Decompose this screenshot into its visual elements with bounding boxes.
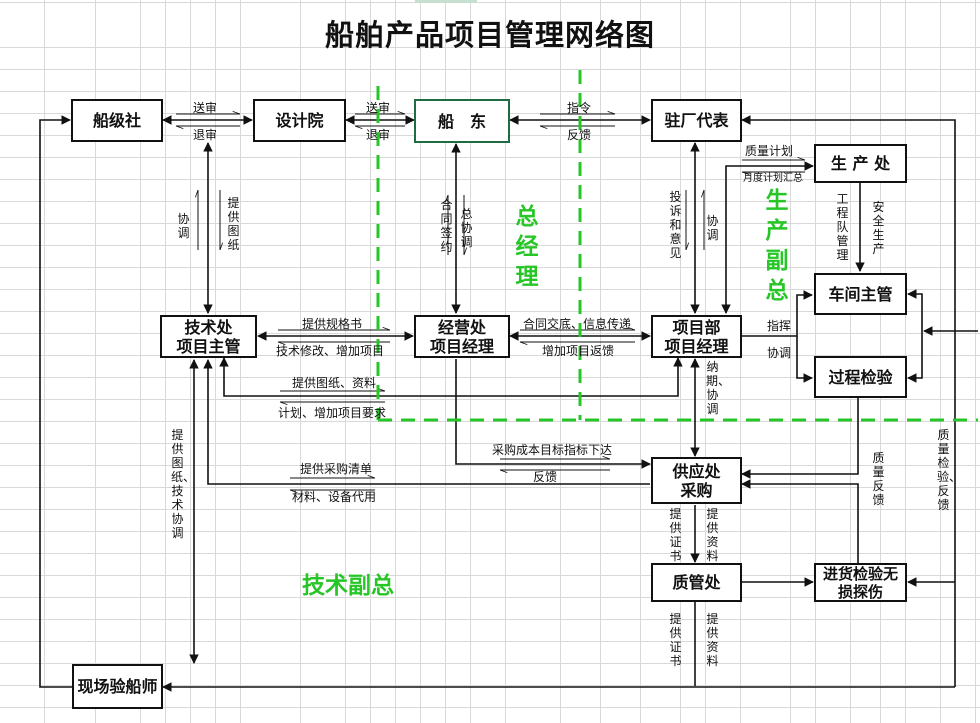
label-contract-signing: 合同签约 bbox=[440, 198, 453, 254]
node-project-dept[interactable]: 项目部项目经理 bbox=[651, 315, 742, 358]
label-direct: 指挥 bbox=[767, 319, 792, 333]
region-tech-vp: 技术副总 bbox=[302, 573, 394, 599]
label-provide-documents-2: 提供资料 bbox=[706, 612, 719, 668]
label-feedback-owner: 反馈 bbox=[567, 128, 592, 142]
node-tech-dept-line1: 技术处 bbox=[184, 317, 233, 337]
node-resident-representative[interactable]: 驻厂代表 bbox=[651, 99, 742, 142]
node-process-inspection[interactable]: 过程检验 bbox=[814, 356, 907, 398]
label-return-review-1: 退审 bbox=[193, 128, 218, 142]
node-project-dept-line2: 项目经理 bbox=[664, 336, 729, 356]
node-quality-dept[interactable]: 质管处 bbox=[651, 563, 742, 602]
label-safety-production: 安全生产 bbox=[872, 200, 885, 256]
node-tech-dept[interactable]: 技术处项目主管 bbox=[160, 315, 257, 358]
label-provide-documents-1: 提供资料 bbox=[706, 507, 719, 563]
label-drawings-info: 提供图纸、资料 bbox=[292, 376, 377, 390]
node-supply-dept-line2: 采购 bbox=[680, 480, 713, 500]
node-design-institute[interactable]: 设计院 bbox=[253, 99, 346, 142]
label-tech-change: 技术修改、增加项目 bbox=[276, 344, 385, 358]
label-feedback-supply: 反馈 bbox=[533, 470, 558, 484]
label-return-review-2: 退审 bbox=[366, 128, 391, 142]
node-workshop-supervisor[interactable]: 车间主管 bbox=[814, 273, 907, 315]
label-monthly-plan: 月度计划汇总 bbox=[743, 173, 803, 184]
node-project-dept-line1: 项目部 bbox=[672, 317, 721, 337]
label-materials-substitution: 材料、设备代用 bbox=[292, 490, 377, 504]
label-instruction: 指令 bbox=[567, 101, 592, 115]
node-onsite-surveyor[interactable]: 现场验船师 bbox=[72, 664, 163, 709]
label-provide-certificate-1: 提供证书 bbox=[669, 507, 682, 563]
label-complaints: 投诉和意见 bbox=[669, 190, 682, 260]
label-coordinate-workshop: 协调 bbox=[767, 346, 792, 360]
node-business-dept-line2: 项目经理 bbox=[429, 336, 494, 356]
label-coordinate-project: 协调 bbox=[706, 214, 719, 242]
label-submit-review-1: 送审 bbox=[193, 101, 218, 115]
label-spec-book: 提供规格书 bbox=[302, 317, 363, 331]
node-shipowner[interactable]: 船 东 bbox=[414, 99, 510, 143]
label-drawings-tech-coord: 提供图纸、技术协调 bbox=[171, 428, 196, 540]
region-production-vp: 生产副总 bbox=[765, 188, 789, 304]
node-business-dept-line1: 经营处 bbox=[437, 317, 486, 337]
label-submit-review-2: 送审 bbox=[366, 101, 391, 115]
label-purchase-list: 提供采购清单 bbox=[300, 462, 373, 476]
diagram-title: 船舶产品项目管理网络图 bbox=[324, 18, 655, 52]
label-provide-drawings: 提供图纸 bbox=[227, 196, 240, 252]
node-production-dept[interactable]: 生 产 处 bbox=[814, 144, 907, 183]
label-general-coordination: 总协调 bbox=[460, 207, 473, 249]
node-supply-dept[interactable]: 供应处采购 bbox=[651, 457, 742, 504]
node-tech-dept-line2: 项目主管 bbox=[176, 336, 241, 356]
label-coordinate-tech: 协调 bbox=[177, 212, 190, 240]
label-add-item-feedback: 增加项目返馈 bbox=[542, 344, 615, 358]
node-business-dept[interactable]: 经营处项目经理 bbox=[414, 315, 510, 358]
label-quality-plan: 质量计划 bbox=[745, 144, 794, 158]
label-cost-target: 采购成本目标指标下达 bbox=[492, 443, 613, 457]
node-classification-society[interactable]: 船级社 bbox=[71, 99, 163, 142]
label-provide-certificate-2: 提供证书 bbox=[669, 612, 682, 668]
label-schedule-coordination: 纳期、协调 bbox=[706, 360, 731, 416]
node-incoming-inspection[interactable]: 进货检验无损探伤 bbox=[814, 563, 907, 602]
node-incoming-inspection-line2: 损探伤 bbox=[837, 582, 883, 601]
region-general-manager: 总经理 bbox=[515, 204, 539, 290]
label-quality-feedback: 质量反馈 bbox=[872, 451, 885, 507]
node-incoming-inspection-line1: 进货检验无 bbox=[822, 564, 898, 583]
label-quality-inspection-feedback: 质量检验、反馈 bbox=[937, 428, 962, 512]
label-team-management: 工程队管理 bbox=[836, 192, 849, 262]
label-plan-requirements: 计划、增加项目要求 bbox=[278, 406, 387, 420]
label-contract-handover: 合同交底、信息传递 bbox=[523, 317, 632, 331]
node-supply-dept-line1: 供应处 bbox=[672, 461, 721, 481]
